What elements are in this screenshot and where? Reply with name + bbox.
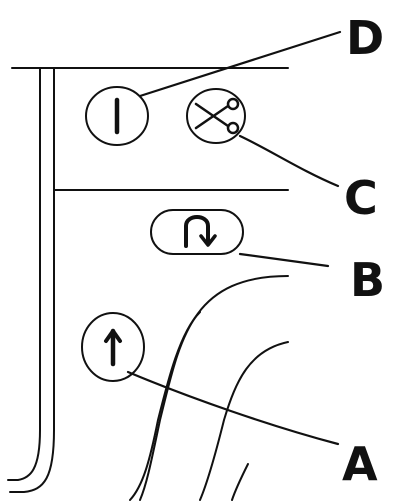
callout-labels: D C B A — [342, 11, 385, 491]
contour-line-1 — [139, 275, 289, 501]
leader-line-c — [238, 134, 340, 188]
panel-inner-left-edge — [9, 67, 55, 493]
leader-line-b — [238, 252, 330, 268]
contour-lines — [129, 275, 289, 501]
thread-up-button[interactable] — [81, 312, 145, 382]
contour-line-4 — [231, 463, 249, 501]
contour-line-3 — [129, 311, 201, 501]
callout-label-a: A — [342, 437, 378, 491]
panel-outer-left-edge — [7, 67, 41, 481]
leader-lines — [126, 30, 342, 446]
panel-frame — [7, 67, 289, 493]
up-arrow-icon — [104, 328, 122, 367]
scissors-icon — [194, 97, 240, 135]
leader-line-d — [138, 30, 342, 98]
reverse-arrow-icon — [184, 215, 217, 248]
callout-label-c: C — [344, 171, 378, 225]
needle-position-button[interactable] — [85, 86, 149, 146]
thread-cutter-button[interactable] — [186, 88, 246, 144]
contour-line-2 — [199, 341, 289, 501]
callout-label-b: B — [350, 253, 385, 307]
reverse-stitch-button[interactable] — [150, 209, 244, 255]
callout-label-d: D — [346, 11, 384, 65]
leader-line-a — [126, 370, 340, 446]
